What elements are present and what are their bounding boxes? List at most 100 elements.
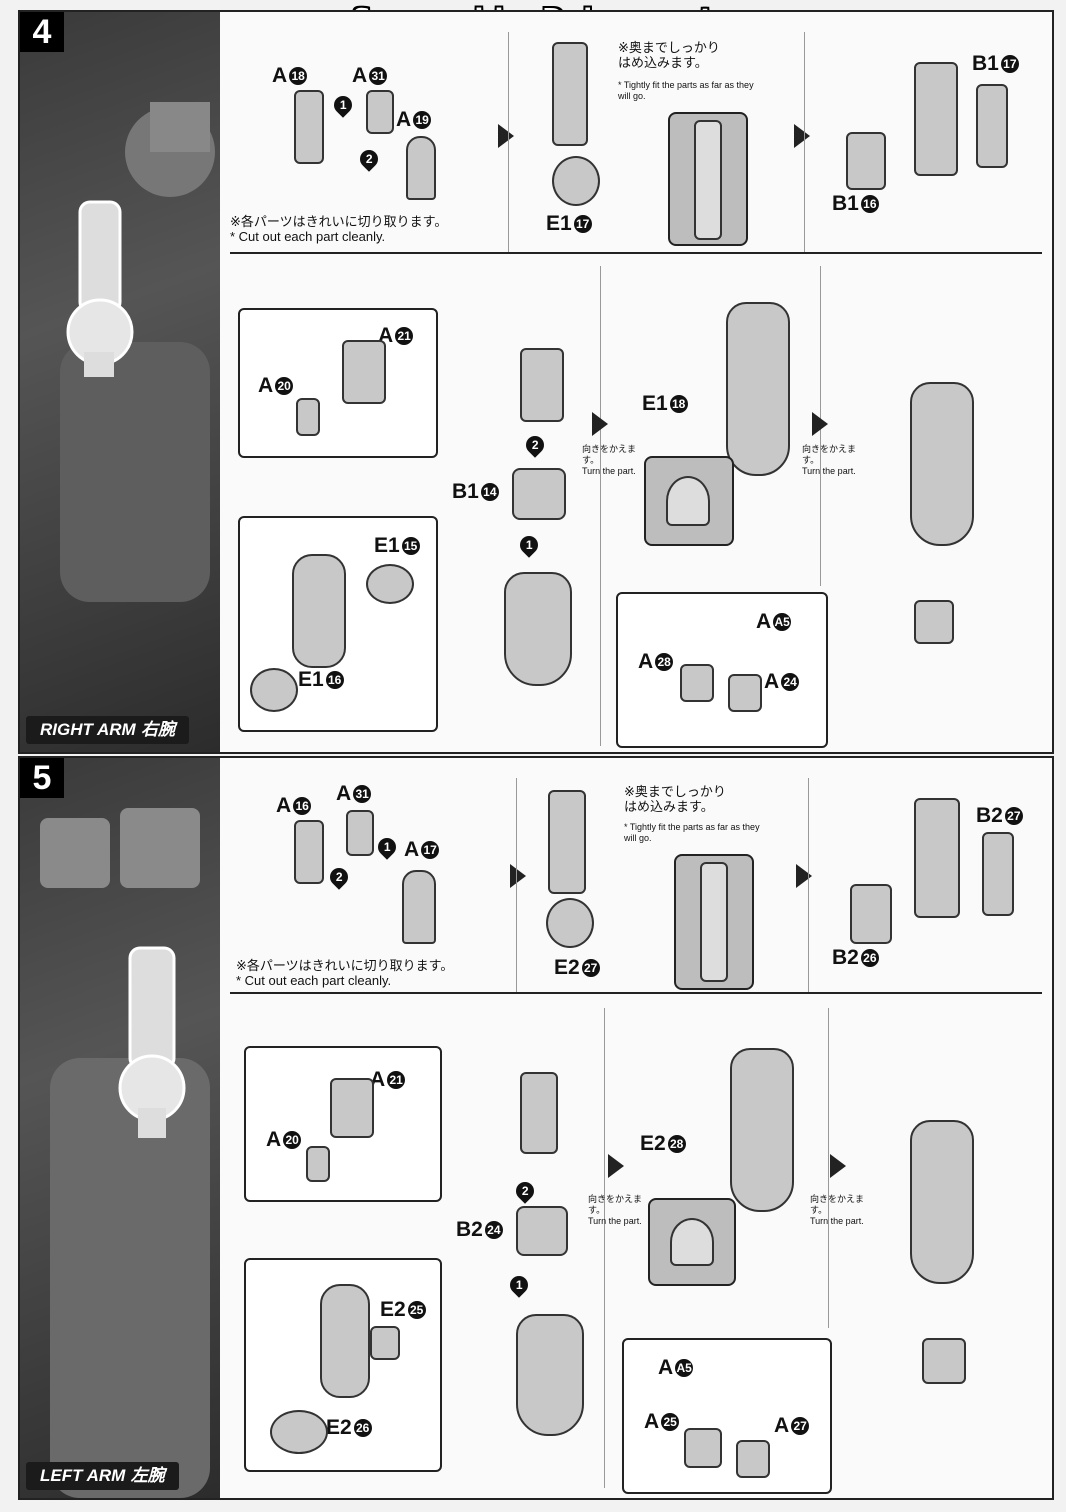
part-shape (520, 348, 564, 422)
step-marker: 1 (516, 532, 542, 558)
part-shape (670, 1218, 714, 1266)
part-shape (548, 790, 586, 894)
divider (516, 778, 517, 992)
step-number: 4 (20, 12, 64, 52)
divider (808, 778, 809, 992)
divider (804, 32, 805, 252)
part-shape (294, 90, 324, 164)
zoom-detail (668, 112, 748, 246)
part-shape (910, 1120, 974, 1284)
part-shape (520, 1072, 558, 1154)
part-shape (684, 1428, 722, 1468)
cut-note: ※各パーツはきれいに切り取ります。* Cut out each part cle… (230, 214, 448, 244)
arm-label-jp: 右腕 (140, 720, 175, 739)
arm-label: LEFT ARM 左腕 (26, 1462, 179, 1490)
part-shape (910, 382, 974, 546)
part-shape (552, 156, 600, 206)
part-shape (370, 1326, 400, 1360)
part-shape (914, 600, 954, 644)
part-shape (666, 476, 710, 526)
part-shape (728, 674, 762, 712)
part-shape (922, 1338, 966, 1384)
part-shape (346, 810, 374, 856)
part-shape (680, 664, 714, 702)
part-shape (726, 302, 790, 476)
part-shape (552, 42, 588, 146)
arrow-icon (608, 1154, 624, 1178)
part-shape (976, 84, 1008, 168)
part-shape (730, 1048, 794, 1212)
turn-note: 向きをかえます。Turn the part. (588, 1194, 643, 1226)
step-marker: 1 (330, 92, 356, 118)
part-shape (366, 90, 394, 134)
arm-label-en: RIGHT ARM (40, 720, 136, 739)
arrow-icon (794, 124, 810, 148)
part-shape (694, 120, 722, 240)
robot-silhouette-icon (40, 808, 210, 1498)
arrow-icon (498, 124, 514, 148)
arrow-icon (510, 864, 526, 888)
part-shape (294, 820, 324, 884)
divider (508, 32, 509, 252)
turn-note: 向きをかえます。Turn the part. (810, 1194, 865, 1226)
part-shape (292, 554, 346, 668)
sidebar-reference-image: 4 RIGHT ARM 右腕 (20, 12, 220, 752)
part-shape (306, 1146, 330, 1182)
part-shape (296, 398, 320, 436)
divider (604, 1008, 605, 1488)
cut-note: ※各パーツはきれいに切り取ります。* Cut out each part cle… (236, 958, 454, 988)
part-shape (406, 136, 436, 200)
part-shape (320, 1284, 370, 1398)
part-shape (736, 1440, 770, 1478)
part-shape (504, 572, 572, 686)
fit-note-jp: ※奥までしっかりはめ込みます。 (618, 40, 720, 70)
turn-note: 向きをかえます。Turn the part. (802, 444, 857, 476)
part-shape (846, 132, 886, 190)
part-shape (366, 564, 414, 604)
divider (828, 1008, 829, 1328)
part-shape (914, 798, 960, 918)
zoom-detail (674, 854, 754, 990)
step-marker: 2 (326, 864, 352, 890)
step-marker: 1 (506, 1272, 532, 1298)
zoom-detail (648, 1198, 736, 1286)
step-marker: 2 (356, 146, 382, 172)
fit-note-en: * Tightly fit the parts as far as they w… (618, 80, 754, 101)
part-shape (914, 62, 958, 176)
arm-label: RIGHT ARM 右腕 (26, 716, 189, 744)
fit-note-jp: ※奥までしっかりはめ込みます。 (624, 784, 726, 814)
arrow-icon (812, 412, 828, 436)
turn-note: 向きをかえます。Turn the part. (582, 444, 637, 476)
step-marker: 2 (512, 1178, 538, 1204)
part-shape (982, 832, 1014, 916)
